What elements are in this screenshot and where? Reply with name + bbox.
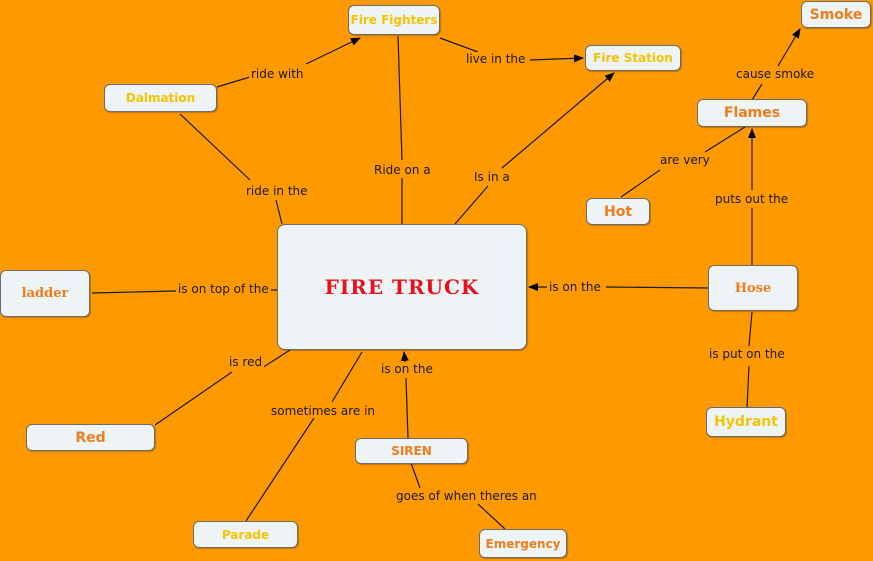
node-label-flames: Flames	[723, 105, 781, 121]
edge-siren-is-on	[405, 377, 409, 439]
edge-label-fire-fighters	[305, 37, 361, 65]
node-label-ladder: ladder	[21, 286, 69, 301]
link-label-sometimes-are-in: sometimes are in	[269, 404, 378, 418]
node-label-hydrant: Hydrant	[714, 414, 778, 430]
link-label-is-put-on-the: is put on the	[707, 347, 787, 361]
node-fire-fighters[interactable]: Fire Fighters	[348, 5, 440, 35]
link-label-is-on-the-siren: is on the	[379, 362, 435, 376]
node-fire-truck[interactable]: FIRE TRUCK	[277, 224, 527, 350]
edge-label-fire-station	[529, 54, 584, 63]
edge-dalmation-ride-in	[179, 113, 251, 181]
edge-ride-in-truck	[275, 199, 283, 225]
link-label-is-on-the-hose: is on the	[547, 280, 603, 294]
edge-hot-label	[620, 169, 661, 198]
edge-goes-emergency	[477, 503, 506, 530]
node-label-fire-station: Fire Station	[593, 51, 673, 65]
node-label-red: Red	[75, 429, 106, 446]
node-label-hot: Hot	[603, 203, 633, 220]
node-label-emergency: Emergency	[485, 536, 561, 551]
node-hose[interactable]: Hose	[708, 265, 798, 311]
edge-sometimes-parade	[245, 417, 315, 522]
node-siren[interactable]: SIREN	[355, 438, 468, 464]
node-ladder[interactable]: ladder	[0, 270, 90, 317]
link-label-cause-smoke: cause smoke	[734, 67, 817, 81]
node-red[interactable]: Red	[26, 424, 155, 451]
edge-truck-is-in	[454, 185, 489, 225]
node-label-fire-fighters: Fire Fighters	[350, 13, 438, 27]
link-label-puts-out-the: puts out the	[713, 192, 791, 206]
edge-is-red-red	[154, 371, 233, 426]
link-label-is-red: is red	[227, 355, 265, 369]
link-label-live-in-the: live in the	[464, 52, 528, 66]
link-label-ride-in-the: ride in the	[244, 184, 310, 198]
edge-hydrant-is-put	[746, 365, 750, 409]
node-label-parade: Parade	[221, 527, 270, 542]
node-label-hose: Hose	[734, 280, 772, 296]
edge-is-in-station	[501, 72, 615, 169]
node-flames[interactable]: Flames	[697, 99, 807, 127]
edge-truck-sometimes	[331, 351, 363, 403]
node-label-siren: SIREN	[391, 444, 432, 458]
edge-ladder-label	[91, 290, 177, 294]
edge-is-put-hose	[748, 311, 753, 347]
edge-flames-label	[751, 83, 763, 101]
node-fire-station[interactable]: Fire Station	[585, 45, 681, 71]
edge-dalmation-label	[216, 76, 251, 88]
edge-siren-goes	[410, 462, 421, 489]
fire-truck-title: FIRE TRUCK	[324, 275, 480, 299]
node-label-smoke: Smoke	[809, 6, 863, 23]
link-label-are-very: are very	[658, 153, 712, 167]
node-label-dalmation: Dalmation	[125, 91, 196, 105]
node-dalmation[interactable]: Dalmation	[104, 84, 217, 112]
node-parade[interactable]: Parade	[193, 521, 298, 548]
edge-fire-fighters-ride-on	[397, 35, 403, 161]
node-hydrant[interactable]: Hydrant	[706, 407, 786, 437]
edge-hose-is-on	[605, 286, 709, 289]
node-emergency[interactable]: Emergency	[479, 529, 567, 558]
edge-label-smoke	[777, 28, 801, 67]
link-label-ride-on-a: Ride on a	[372, 163, 433, 177]
link-label-is-in-a: Is in a	[472, 170, 512, 184]
node-hot[interactable]: Hot	[586, 198, 650, 225]
edge-fire-fighters-label	[439, 37, 479, 53]
edge-label-flames	[704, 126, 746, 153]
edge-truck-is-red	[261, 349, 291, 369]
edge-is-on-truck-siren	[400, 351, 409, 363]
link-label-ride-with: ride with	[249, 67, 306, 81]
node-smoke[interactable]: Smoke	[801, 1, 871, 28]
link-label-goes-of-when: goes of when theres an	[394, 489, 539, 503]
link-label-is-on-top-of-the: is on top of the	[176, 282, 271, 296]
